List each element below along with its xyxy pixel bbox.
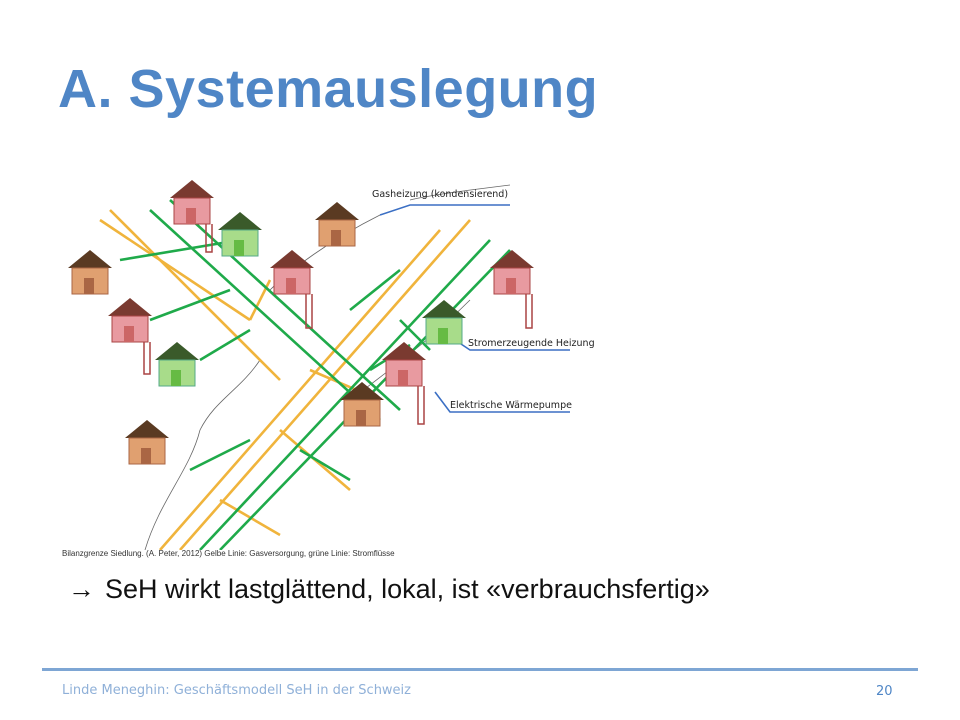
gas-lines	[99, 209, 471, 551]
house-chp	[218, 212, 262, 257]
key-statement: → SeH wirkt lastglättend, lokal, ist «ver…	[68, 574, 710, 605]
label-heat-pump: Elektrische Wärmepumpe	[450, 400, 572, 411]
statement-text: SeH wirkt lastglättend, lokal, ist «verb…	[105, 574, 710, 604]
footer-text: Linde Meneghin: Geschäftsmodell SeH in d…	[62, 683, 411, 698]
label-gas-heating: Gasheizung (kondensierend)	[372, 189, 508, 200]
settlement-energy-diagram: Gasheizung (kondensierend) Stromerzeugen…	[50, 170, 610, 551]
boundary-line	[144, 359, 261, 551]
house-gas	[125, 420, 169, 465]
slide-title: A. Systemauslegung	[58, 59, 599, 119]
house-heatpump	[108, 298, 152, 375]
house-chp	[422, 300, 466, 345]
house-heatpump	[270, 250, 314, 329]
right-arrow-icon: →	[68, 574, 95, 604]
house-heatpump	[490, 250, 534, 329]
house-gas	[315, 202, 359, 247]
house-chp	[155, 342, 199, 387]
figure-caption: Bilanzgrenze Siedlung. (A. Peter, 2012) …	[62, 549, 395, 558]
diagram-svg: Gasheizung (kondensierend) Stromerzeugen…	[68, 180, 595, 551]
house-heatpump	[170, 180, 214, 253]
page-number: 20	[876, 684, 893, 699]
callout-heatpump-arrow	[434, 391, 570, 413]
callout-gas-arrow	[379, 204, 510, 216]
house-gas	[340, 382, 384, 427]
label-chp-heating: Stromerzeugende Heizung	[468, 338, 595, 349]
house-heatpump	[382, 342, 426, 425]
house-gas	[68, 250, 112, 295]
boundary-line	[409, 184, 511, 201]
footer-divider	[42, 668, 918, 671]
